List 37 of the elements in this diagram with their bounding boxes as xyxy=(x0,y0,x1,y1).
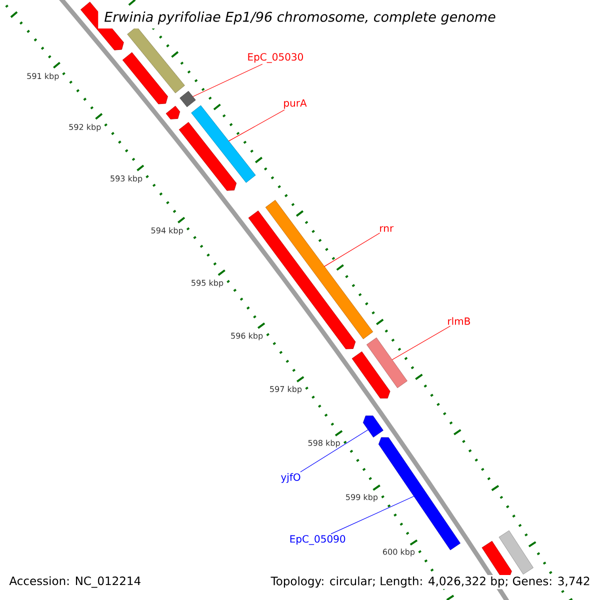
gene-feature xyxy=(366,338,408,388)
scale-label: 591 kbp xyxy=(27,72,59,81)
gene-feature xyxy=(498,530,534,574)
gene-label: rlmB xyxy=(448,317,470,325)
genome-info-text: Topology: circular; Length: 4,026,322 bp; Genes: 3,742 xyxy=(269,574,592,590)
scale-label: 594 kbp xyxy=(151,227,183,235)
gene-feature xyxy=(166,106,180,120)
gene-label: EpC_05090 xyxy=(290,535,346,545)
gene-feature xyxy=(362,416,384,438)
gene-label: EpC_05030 xyxy=(248,53,303,63)
scale-label: 596 kbp xyxy=(231,332,263,340)
scale-label: 597 kbp xyxy=(270,386,302,394)
scale-label: 600 kbp xyxy=(383,548,415,556)
gene-feature xyxy=(378,437,460,550)
gene-feature xyxy=(265,200,374,340)
gene-feature xyxy=(178,122,237,191)
gene-feature xyxy=(352,351,390,398)
scale-label: 598 kbp xyxy=(308,440,340,448)
title-banner: Erwinia pyrifoliae Ep1/96 chromosome, complete genome xyxy=(98,7,502,29)
gene-feature xyxy=(191,105,256,183)
gene-feature xyxy=(122,52,168,104)
leader-line xyxy=(324,232,380,267)
scale-label: 595 kbp xyxy=(192,280,224,288)
gene-feature xyxy=(127,26,185,94)
leader-line xyxy=(392,326,451,360)
leader-line xyxy=(300,429,368,472)
gene-label: purA xyxy=(284,99,307,109)
gene-label: yjfO xyxy=(281,473,300,483)
scale-label: 593 kbp xyxy=(110,175,142,184)
gene-feature xyxy=(180,90,196,108)
gene-feature xyxy=(248,210,356,350)
gene-label: rnr xyxy=(380,226,394,232)
accession-text: Accession: NC_012214 xyxy=(8,575,142,589)
leader-line xyxy=(228,110,285,142)
leader-line xyxy=(330,496,414,534)
scale-label: 592 kbp xyxy=(69,124,101,132)
leader-line xyxy=(192,64,263,97)
